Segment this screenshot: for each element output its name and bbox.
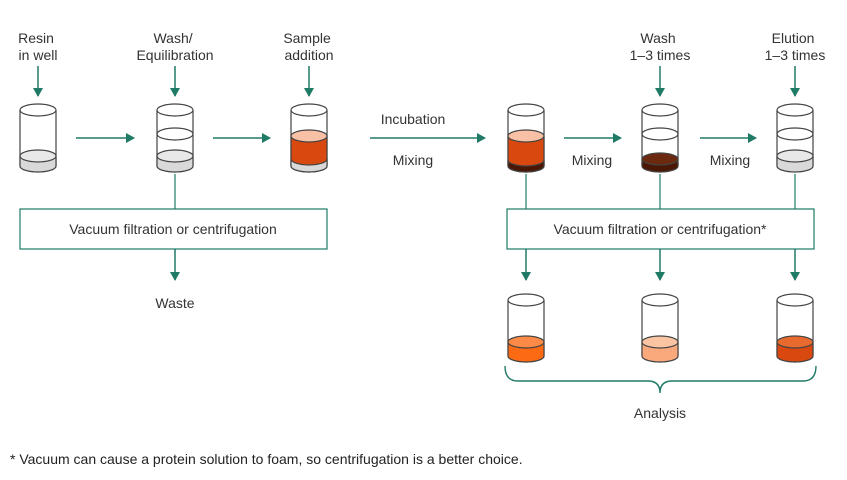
label-incubation: Incubation (381, 111, 446, 127)
tube-wash-equilibration (156, 103, 194, 173)
tube-incubation (507, 103, 545, 173)
tube-wash (641, 103, 679, 173)
label-wash-times: Wash 1–3 times (630, 30, 691, 63)
collection-tube-2 (641, 293, 679, 363)
box-filtration-left (19, 208, 328, 250)
tube-sample-addition (290, 103, 328, 173)
tube-resin (19, 103, 57, 173)
label-resin: Resin in well (18, 30, 58, 63)
box-filtration-right (506, 208, 815, 250)
box-filtration-right-label: Vacuum filtration or centrifugation* (554, 221, 768, 237)
label-elution-times: Elution 1–3 times (765, 30, 826, 63)
collection-tube-1 (507, 293, 545, 363)
label-wash-equilibration: Wash/ Equilibration (136, 30, 213, 63)
label-waste: Waste (155, 295, 194, 311)
label-sample-addition: Sample addition (283, 30, 334, 63)
workflow-diagram: Resin in well Wash/ Equilibration Sample… (18, 30, 826, 421)
collection-tube-3 (776, 293, 814, 363)
tube-elution (776, 103, 814, 173)
label-mixing-elution: Mixing (710, 152, 750, 168)
footnote: * Vacuum can cause a protein solution to… (10, 451, 523, 467)
label-mixing-incubation: Mixing (393, 152, 433, 168)
label-mixing-wash: Mixing (572, 152, 612, 168)
label-analysis: Analysis (634, 405, 686, 421)
analysis-brace (504, 365, 817, 394)
box-filtration-left-label: Vacuum filtration or centrifugation (69, 221, 277, 237)
